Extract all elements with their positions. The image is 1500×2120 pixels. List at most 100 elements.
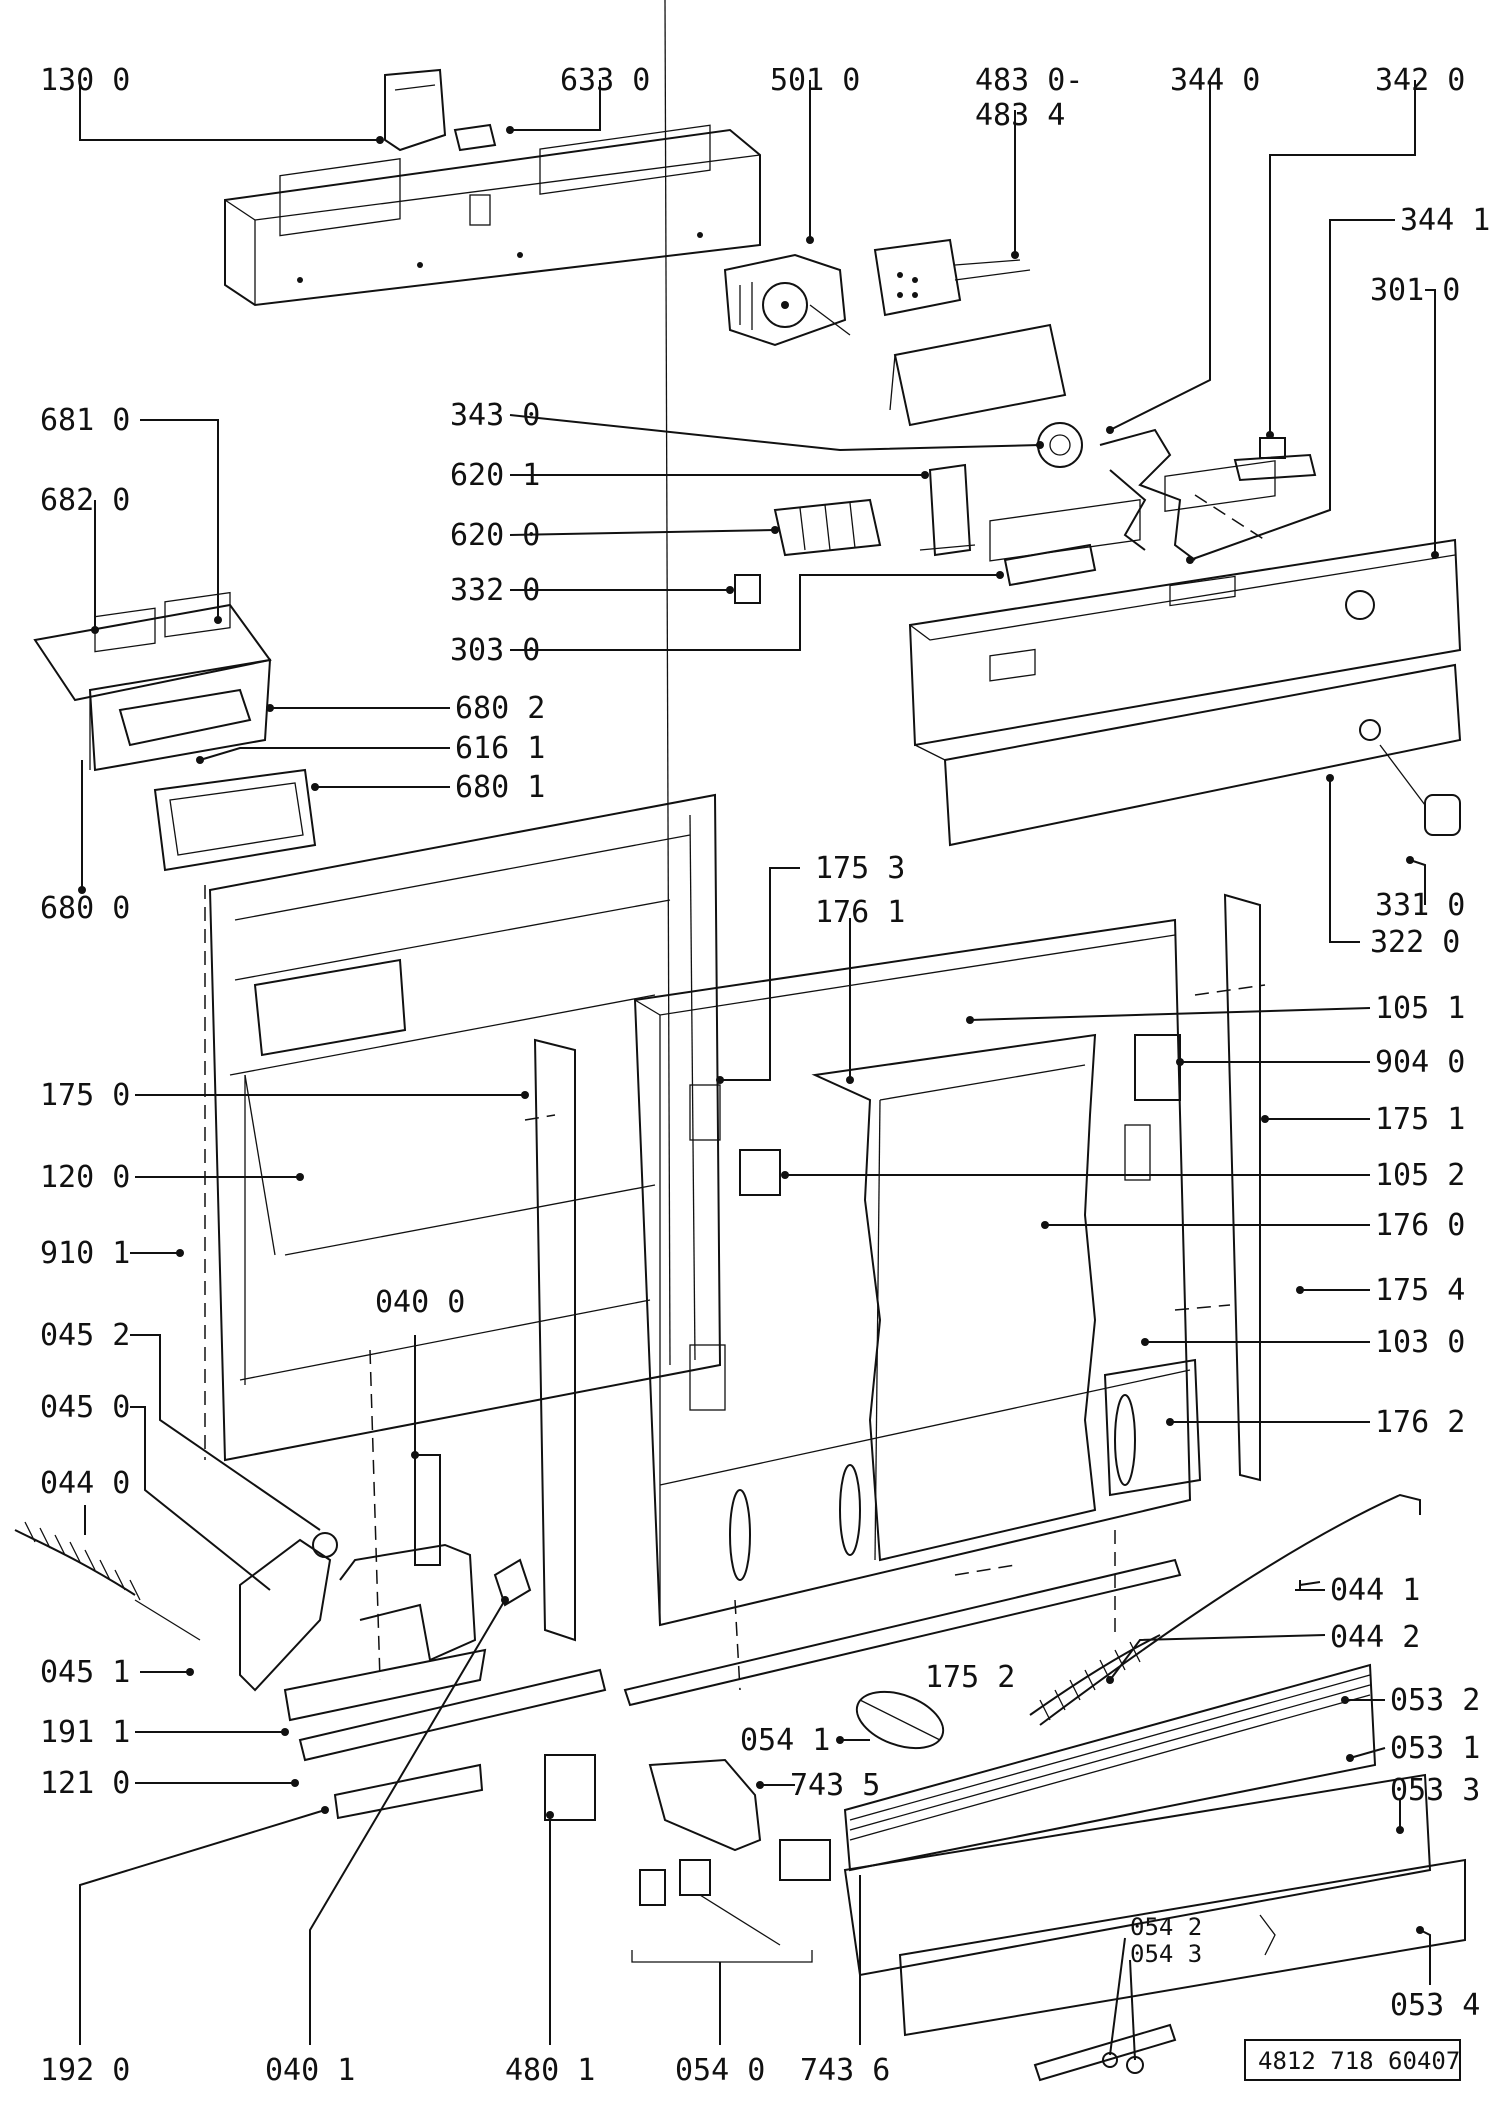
- label-175-2: 175 2: [925, 1660, 1015, 1695]
- label-045-0: 045 0: [40, 1390, 130, 1425]
- label-121-0: 121 0: [40, 1766, 130, 1801]
- label-480-1: 480 1: [505, 2053, 595, 2088]
- label-045-2: 045 2: [40, 1318, 130, 1353]
- label-682-0: 682 0: [40, 483, 130, 518]
- document-reference-box: [1244, 2039, 1461, 2081]
- label-044-2: 044 2: [1330, 1620, 1420, 1655]
- plate-176-2: [1103, 1358, 1202, 1497]
- label-322-0: 322 0: [1370, 925, 1460, 960]
- label-681-0: 681 0: [40, 403, 130, 438]
- label-332-0: 332 0: [450, 573, 540, 608]
- insulation-176: [811, 1033, 1097, 1562]
- label-176-0: 176 0: [1375, 1208, 1465, 1243]
- label-191-1: 191 1: [40, 1715, 130, 1750]
- hinge-045-0: [239, 1538, 332, 1692]
- label-192-0: 192 0: [40, 2053, 130, 2088]
- connector-483: [873, 238, 1031, 317]
- clip-054-a: [639, 1869, 666, 1906]
- label-053-1: 053 1: [1390, 1731, 1480, 1766]
- spring-044-0: [14, 1521, 201, 1641]
- label-040-0: 040 0: [375, 1285, 465, 1320]
- rail-192: [333, 1763, 484, 1820]
- label-053-2: 053 2: [1390, 1683, 1480, 1718]
- hinge-040-0: [339, 1543, 477, 1662]
- top-rail: [224, 124, 761, 307]
- label-053-3: 053 3: [1390, 1773, 1480, 1808]
- clip-105-2: [739, 1149, 781, 1196]
- front-panel-322: [914, 575, 1462, 847]
- label-045-1: 045 1: [40, 1655, 130, 1690]
- label-120-0: 120 0: [40, 1160, 130, 1195]
- part-480: [544, 1754, 596, 1821]
- clip-054-b: [679, 1859, 711, 1896]
- side-rail-175-1: [1223, 893, 1261, 1482]
- inner-door-120: [208, 0, 722, 1462]
- label-175-4: 175 4: [1375, 1273, 1465, 1308]
- ring-343: [1037, 422, 1083, 468]
- label-344-1: 344 1: [1400, 203, 1490, 238]
- label-175-3: 175 3: [815, 851, 905, 886]
- relay-620-0: [773, 498, 882, 557]
- outer-door-103: [633, 918, 1192, 1627]
- part-outlines: [14, 0, 1466, 2082]
- label-054-1: 054 1: [740, 1723, 830, 1758]
- label-680-2: 680 2: [455, 691, 545, 726]
- label-344-0: 344 0: [1170, 63, 1260, 98]
- label-743-5: 743 5: [790, 1768, 880, 1803]
- label-105-2: 105 2: [1375, 1158, 1465, 1193]
- spring-044-2: [1029, 1634, 1161, 1716]
- label-343-0: 343 0: [450, 398, 540, 433]
- bracket-130: [384, 68, 447, 152]
- block-743-5: [648, 1758, 762, 1852]
- document-reference: 4812 718 60407: [1244, 2039, 1461, 2081]
- label-130-0: 130 0: [40, 63, 130, 98]
- part-labels: 130 0 633 0 501 0 483 0- 483 4 344 0 342…: [40, 63, 1490, 2088]
- gasket-680-1: [153, 768, 317, 872]
- plate-053-3: [843, 1773, 1432, 1977]
- rail-121: [298, 1668, 607, 1762]
- dispenser-680: [33, 591, 272, 772]
- button-strip-303: [1003, 543, 1097, 587]
- switch-332: [734, 574, 761, 604]
- roller-054-1: [855, 1690, 945, 1750]
- side-rail-175-0: [533, 1038, 576, 1642]
- strip-175-2: [623, 1558, 1182, 1707]
- hinge-045-2: [312, 1532, 338, 1558]
- label-483-4: 483 4: [975, 98, 1065, 133]
- label-342-0: 342 0: [1375, 63, 1465, 98]
- leader-lines: [79, 80, 1436, 2061]
- label-044-1: 044 1: [1330, 1573, 1420, 1608]
- label-331-0: 331 0: [1375, 888, 1465, 923]
- knob-331: [1379, 744, 1461, 836]
- label-176-1: 176 1: [815, 895, 905, 930]
- base-strip: [1033, 2023, 1177, 2082]
- bar-044-1: [1039, 1493, 1421, 1726]
- label-044-0: 044 0: [40, 1466, 130, 1501]
- label-483-0: 483 0-: [975, 63, 1083, 98]
- timer-motor-501: [723, 253, 851, 347]
- bracket-620-1: [928, 463, 972, 557]
- label-910-1: 910 1: [40, 1236, 130, 1271]
- part-904: [1134, 1034, 1181, 1101]
- label-303-0: 303 0: [450, 633, 540, 668]
- label-680-0: 680 0: [40, 891, 130, 926]
- label-054-3: 054 3: [1130, 1940, 1202, 1968]
- label-743-6: 743 6: [800, 2053, 890, 2088]
- leader-dots: [78, 126, 1439, 1934]
- label-175-0: 175 0: [40, 1078, 130, 1113]
- label-680-1: 680 1: [455, 770, 545, 805]
- label-620-0: 620 0: [450, 518, 540, 553]
- plate-053-4: [898, 1858, 1466, 2037]
- control-panel-301: [908, 460, 1462, 747]
- rail-191: [283, 1648, 487, 1722]
- label-053-4: 053 4: [1390, 1988, 1480, 2023]
- label-620-1: 620 1: [450, 458, 540, 493]
- label-176-2: 176 2: [1375, 1405, 1465, 1440]
- label-501-0: 501 0: [770, 63, 860, 98]
- plate-053-2: [843, 1663, 1377, 1872]
- lever-344: [1099, 428, 1196, 561]
- document-reference-number: 4812 718 60407: [1258, 2047, 1460, 2075]
- switch-housing: [893, 323, 1067, 427]
